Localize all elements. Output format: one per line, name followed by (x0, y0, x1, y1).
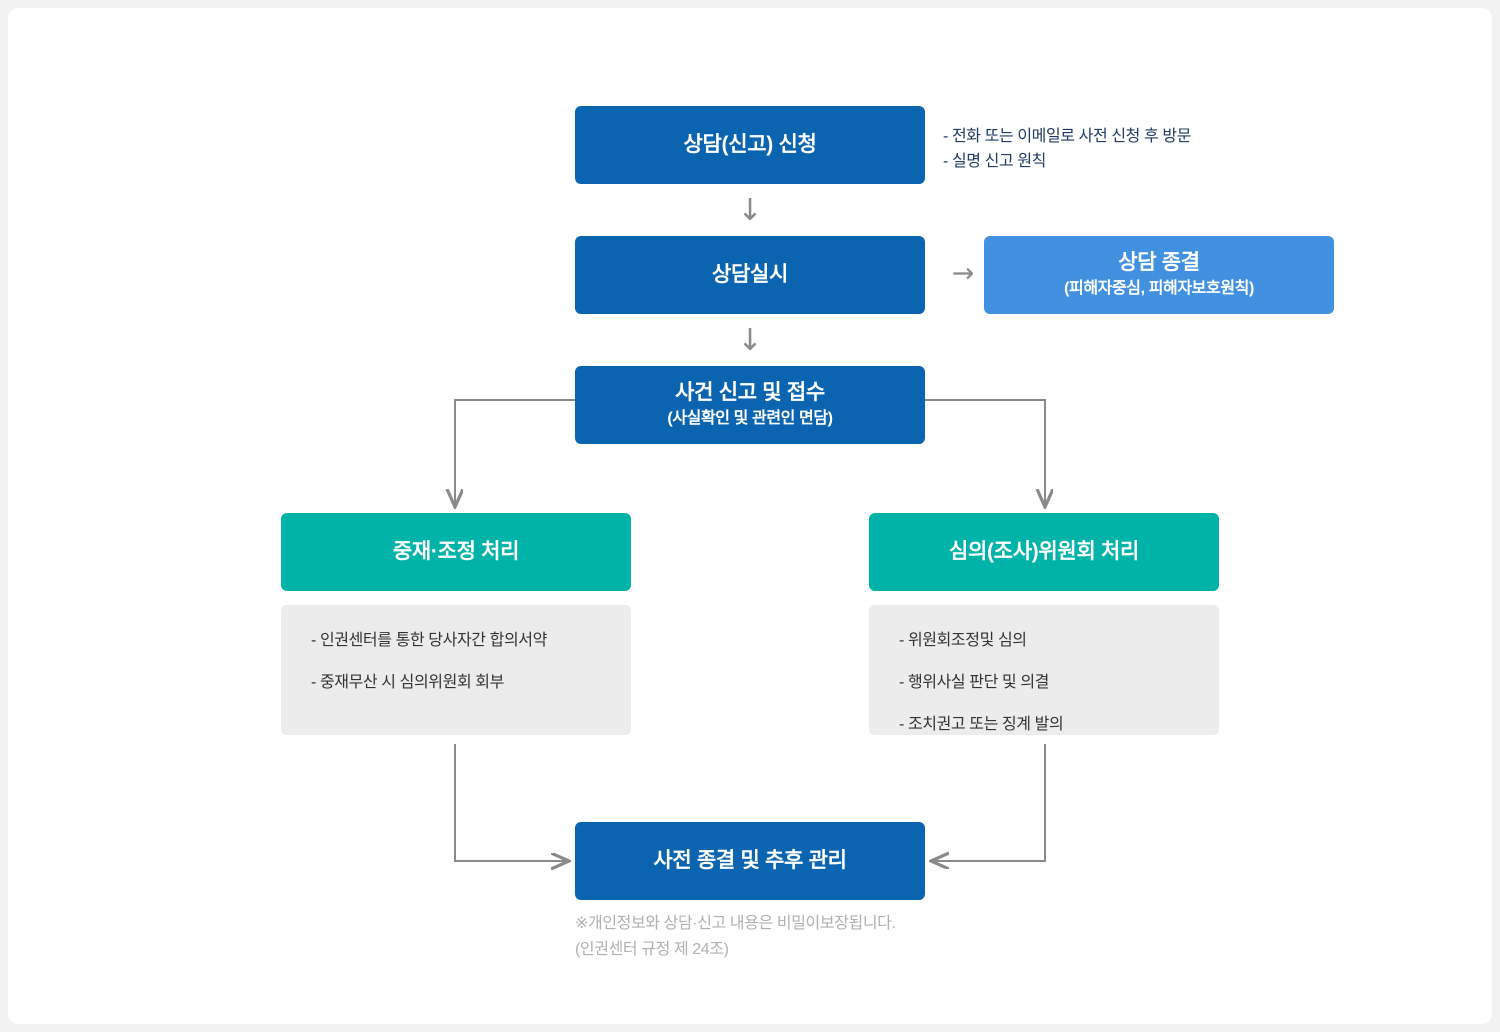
footnote-confidentiality: ※개인정보와 상담·신고 내용은 비밀이보장됩니다. (인권센터 규정 제 24… (575, 911, 896, 962)
node-title: 사건 신고 및 접수 (675, 380, 825, 404)
arrow-down-icon-2: ↓ (737, 323, 763, 358)
connector-report-to-mediation (455, 399, 575, 505)
connector-report-to-committee (925, 399, 1045, 505)
node-subtitle: (피해자중심, 피해자보호원칙) (1064, 280, 1254, 298)
connector-mediation-to-closure (454, 744, 567, 861)
node-title: 상담 종결 (1118, 250, 1200, 274)
node-committee-processing[interactable]: 심의(조사)위원회 처리 (869, 513, 1219, 591)
node-title: 상담(신고) 신청 (683, 132, 817, 156)
node-subtitle: (사실확인 및 관련인 면담) (667, 410, 833, 428)
node-consultation-application[interactable]: 상담(신고) 신청 (575, 106, 925, 184)
detail-line: - 인권센터를 통한 당사자간 합의서약 (311, 632, 547, 649)
node-consultation-conduct[interactable]: 상담실시 (575, 236, 925, 314)
page-surface: 상담(신고) 신청 - 전화 또는 이메일로 사전 신청 후 방문 - 실명 신… (8, 8, 1492, 1024)
note-line-2: - 실명 신고 원칙 (943, 152, 1046, 170)
node-consultation-closure[interactable]: 상담 종결 (피해자중심, 피해자보호원칙) (984, 236, 1334, 314)
node-title: 사전 종결 및 추후 관리 (653, 848, 847, 872)
note-application: - 전화 또는 이메일로 사전 신청 후 방문 - 실명 신고 원칙 (943, 125, 1191, 175)
node-case-report-intake[interactable]: 사건 신고 및 접수 (사실확인 및 관련인 면담) (575, 366, 925, 444)
arrow-down-icon-1: ↓ (737, 193, 763, 228)
node-title: 심의(조사)위원회 처리 (948, 539, 1140, 563)
node-title: 상담실시 (711, 262, 789, 286)
detail-line: - 중재무산 시 심의위원회 회부 (311, 674, 504, 691)
detail-line: - 조치권고 또는 징계 발의 (899, 716, 1064, 733)
note-line-1: - 전화 또는 이메일로 사전 신청 후 방문 (943, 128, 1192, 145)
detail-panel-mediation: - 인권센터를 통한 당사자간 합의서약 - 중재무산 시 심의위원회 회부 (281, 605, 631, 735)
node-case-closure-followup[interactable]: 사전 종결 및 추후 관리 (575, 822, 925, 900)
node-title: 중재·조정 처리 (392, 539, 520, 563)
footnote-line-2: (인권센터 규정 제 24조) (575, 940, 729, 958)
detail-line: - 위원회조정및 심의 (899, 632, 1027, 649)
connector-committee-to-closure (933, 744, 1046, 861)
detail-line: - 행위사실 판단 및 의결 (899, 674, 1049, 691)
arrow-right-icon-1: → (951, 258, 975, 289)
node-mediation-processing[interactable]: 중재·조정 처리 (281, 513, 631, 591)
detail-panel-committee: - 위원회조정및 심의 - 행위사실 판단 및 의결 - 조치권고 또는 징계 … (869, 605, 1219, 735)
footnote-line-1: ※개인정보와 상담·신고 내용은 비밀이보장됩니다. (575, 915, 896, 932)
flowchart-canvas: 상담(신고) 신청 - 전화 또는 이메일로 사전 신청 후 방문 - 실명 신… (8, 8, 1492, 1024)
